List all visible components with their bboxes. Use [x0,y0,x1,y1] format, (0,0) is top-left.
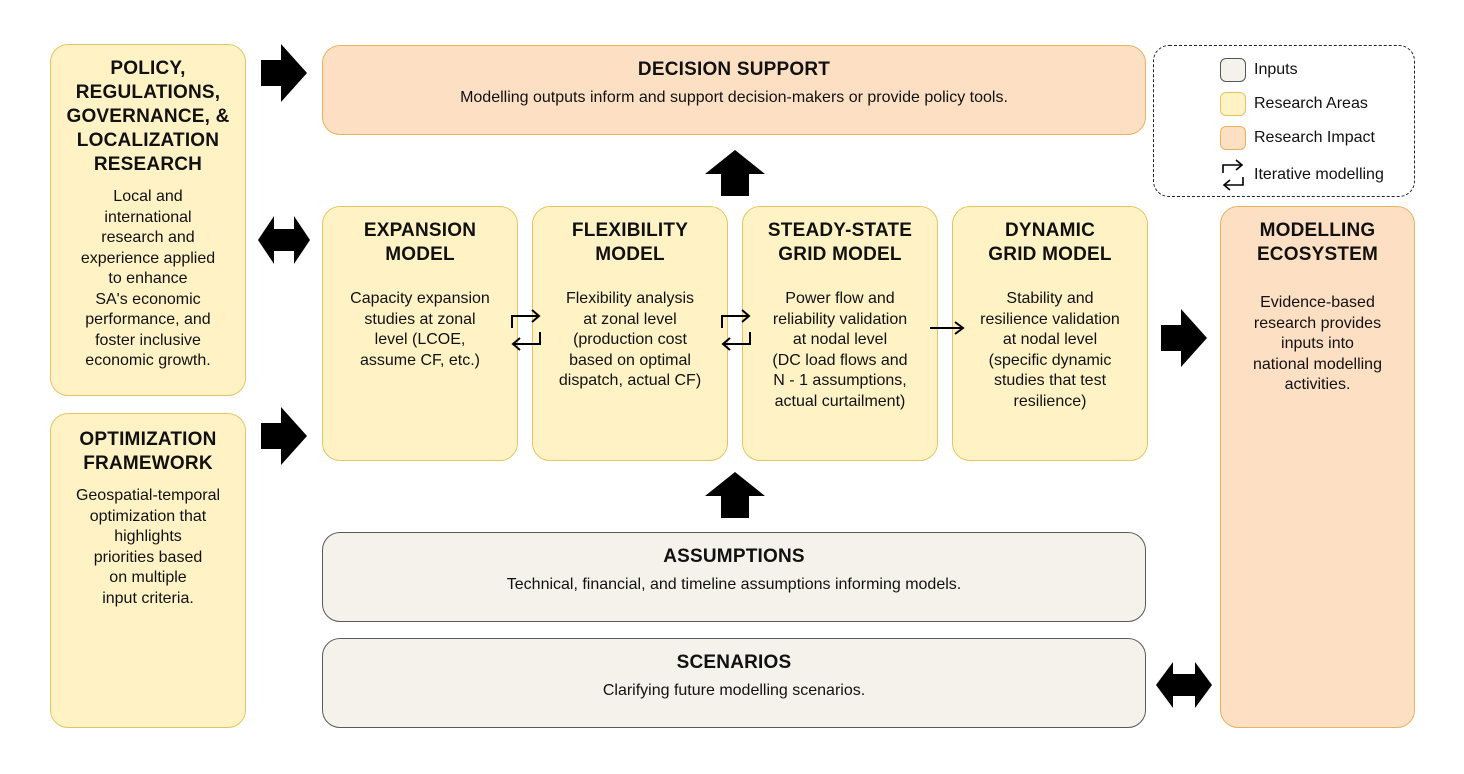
scenarios-desc: Clarifying future modelling scenarios. [602,682,866,699]
dynamic-model-title: DYNAMIC GRID MODEL [988,220,1112,265]
legend: Inputs Research Areas Research Impact It… [1153,45,1415,197]
decision-support-title: DECISION SUPPORT [637,59,831,80]
legend-item-research-impact: Research Impact [1220,126,1375,150]
arrow-steady-state-to-dynamic [930,321,965,335]
arrow-models-to-ecosystem [1161,309,1207,367]
assumptions-box: ASSUMPTIONS Technical, financial, and ti… [322,532,1146,622]
modelling-ecosystem-box: MODELLING ECOSYSTEM Evidence-based resea… [1220,206,1415,728]
arrow-models-to-decision [705,150,765,196]
policy-title: POLICY, REGULATIONS, GOVERNANCE, & LOCAL… [66,58,230,175]
arrow-policy-to-decision [261,44,307,102]
decision-support-desc: Modelling outputs inform and support dec… [460,89,1008,106]
expansion-model-desc: Capacity expansion studies at zonal leve… [350,290,490,369]
modelling-ecosystem-desc: Evidence-based research provides inputs … [1253,294,1382,393]
arrow-policy-models-bidirectional [258,216,310,264]
legend-item-inputs: Inputs [1220,58,1298,82]
legend-label-research-areas: Research Areas [1254,95,1368,112]
optimization-title: OPTIMIZATION FRAMEWORK [79,429,217,474]
expansion-model-title: EXPANSION MODEL [363,220,477,265]
dynamic-model-desc: Stability and resilience validation at n… [980,290,1120,410]
legend-swatch-inputs [1220,58,1246,82]
scenarios-box: SCENARIOS Clarifying future modelling sc… [322,638,1146,728]
legend-label-iterative: Iterative modelling [1254,166,1384,183]
assumptions-desc: Technical, financial, and timeline assum… [506,576,962,593]
decision-support-box: DECISION SUPPORT Modelling outputs infor… [322,45,1146,135]
steady-state-model-box: STEADY-STATE GRID MODEL Power flow and r… [742,206,938,461]
legend-item-iterative: Iterative modelling [1220,158,1384,192]
flexibility-model-box: FLEXIBILITY MODEL Flexibility analysis a… [532,206,728,461]
steady-state-model-desc: Power flow and reliability validation at… [772,290,908,410]
arrow-scenarios-ecosystem-bidirectional [1156,662,1212,708]
legend-swatch-research-areas [1220,92,1246,116]
optimization-box: OPTIMIZATION FRAMEWORK Geospatial-tempor… [50,413,246,728]
arrow-assumptions-to-models [705,472,765,518]
modelling-ecosystem-title: MODELLING ECOSYSTEM [1256,220,1379,265]
flexibility-model-title: FLEXIBILITY MODEL [571,220,689,265]
scenarios-title: SCENARIOS [676,652,792,673]
legend-label-research-impact: Research Impact [1254,129,1375,146]
assumptions-title: ASSUMPTIONS [663,546,805,567]
iterative-modelling-icon [1222,159,1244,191]
expansion-model-box: EXPANSION MODEL Capacity expansion studi… [322,206,518,461]
flexibility-model-desc: Flexibility analysis at zonal level (pro… [558,290,702,389]
legend-item-research-areas: Research Areas [1220,92,1368,116]
arrow-optimization-to-models [261,407,307,465]
dynamic-model-box: DYNAMIC GRID MODEL Stability and resilie… [952,206,1148,461]
legend-swatch-research-impact [1220,126,1246,150]
policy-desc: Local and international research and exp… [80,188,216,369]
iterative-arrow-expansion-flexibility [511,309,541,351]
optimization-desc: Geospatial-temporal optimization that hi… [75,487,221,607]
iterative-arrow-flexibility-steady-state [721,309,751,351]
policy-box: POLICY, REGULATIONS, GOVERNANCE, & LOCAL… [50,44,246,396]
legend-label-inputs: Inputs [1254,61,1298,78]
steady-state-model-title: STEADY-STATE GRID MODEL [767,220,913,265]
